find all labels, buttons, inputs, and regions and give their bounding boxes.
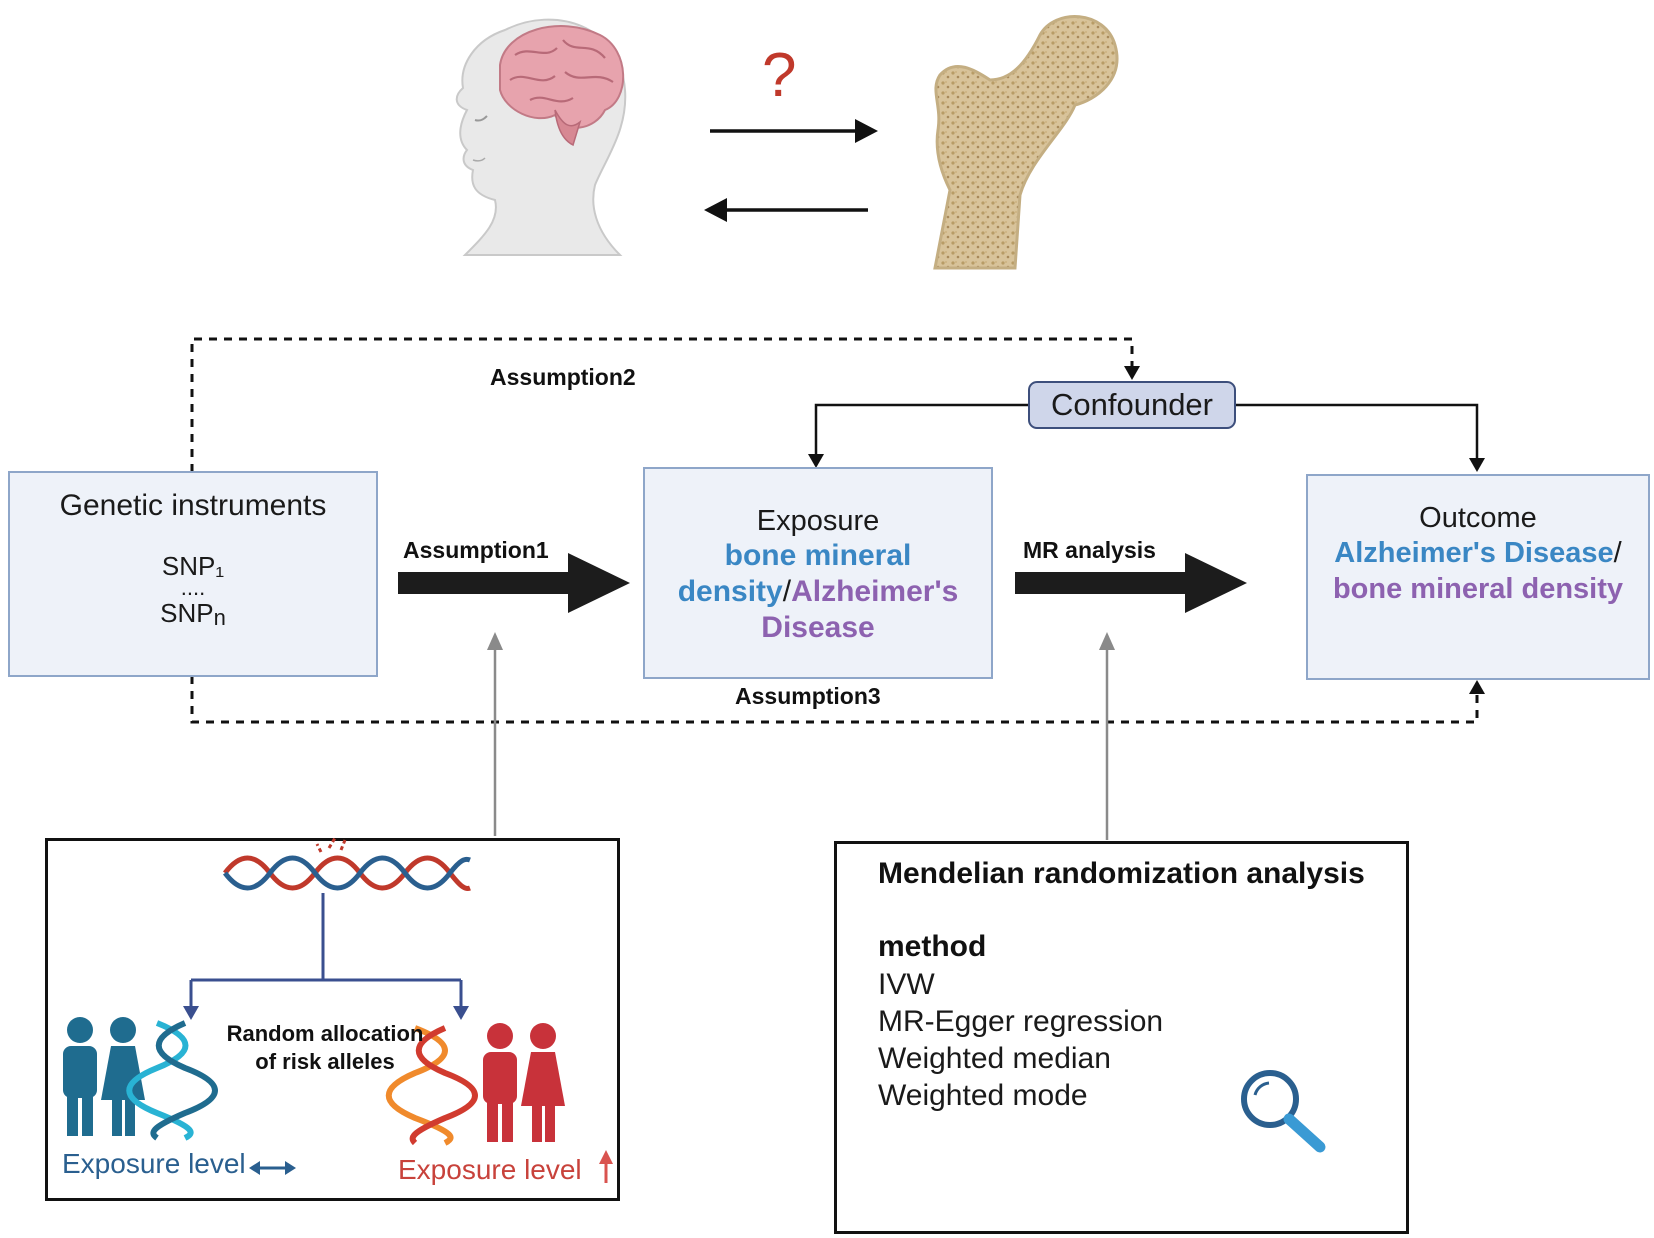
dna-vertical-blue-icon: [126, 1020, 218, 1141]
outcome-bmd: bone mineral density: [1332, 573, 1624, 605]
dna-vertical-orange-icon: [385, 1025, 478, 1146]
exposure-box: Exposure bone mineral density/Alzheimer'…: [643, 467, 993, 679]
exposure-ad-line1: Alzheimer's: [791, 575, 959, 608]
assumption2-label: Assumption2: [490, 364, 636, 390]
assumption1-big-arrow: [398, 553, 630, 613]
outcome-title: Outcome: [1419, 502, 1537, 534]
snp1-label: SNP₁: [161, 551, 225, 581]
assumption2-arrowhead: [1124, 366, 1140, 380]
human-head-brain-illustration: [455, 18, 627, 256]
confounder-to-exposure-line: [814, 403, 1028, 456]
assumption3-dashed-path: [190, 676, 1479, 724]
random-allocation-line2: of risk alleles: [255, 1049, 395, 1074]
arrow-brain-to-bone: [710, 119, 878, 143]
mr-method-item: MR-Egger regression: [878, 1005, 1164, 1038]
random-allocation-text: Random allocation of risk alleles: [220, 1020, 430, 1076]
snpn-subscript: n: [213, 605, 226, 630]
mr-methods-list: IVW MR-Egger regression Weighted median …: [878, 966, 1163, 1114]
outcome-detail: Alzheimer's Disease/ bone mineral densit…: [1308, 535, 1648, 607]
mr-method-item: Weighted median: [878, 1042, 1111, 1075]
exposure-title: Exposure: [756, 505, 880, 537]
question-mark: ?: [762, 41, 797, 110]
double-arrow-icon: [249, 1161, 296, 1175]
assumption1-label: Assumption1: [403, 537, 549, 563]
exposure-level-right: Exposure level: [398, 1154, 582, 1185]
mr-analysis-big-arrow: [1015, 553, 1247, 613]
exposure-separator: /: [782, 575, 792, 608]
assumption3-arrowhead: [1469, 680, 1485, 694]
femur-bone-illustration: [933, 15, 1119, 270]
genetic-instruments-title: Genetic instruments: [59, 489, 327, 522]
right-panel-up-arrow: [1099, 632, 1115, 840]
random-allocation-panel: [45, 838, 620, 1201]
outcome-box: Outcome Alzheimer's Disease/ bone minera…: [1306, 474, 1650, 680]
random-allocation-graphics: [63, 838, 613, 1183]
snpn-label: SNPn: [10, 598, 376, 631]
confounder-to-outcome-line: [1236, 403, 1479, 460]
arrow-bone-to-brain: [704, 198, 868, 222]
mr-method-item: IVW: [878, 968, 935, 1001]
genetic-instruments-box: Genetic instruments SNP₁ .... SNPn: [8, 471, 378, 677]
mr-method-heading: method: [878, 930, 987, 963]
exposure-level-left: Exposure level: [62, 1148, 246, 1179]
exposure-ad-line2: Disease: [761, 611, 875, 644]
up-arrow-icon: [599, 1150, 613, 1183]
mr-method-item: Weighted mode: [878, 1079, 1088, 1112]
outcome-ad: Alzheimer's Disease: [1334, 537, 1614, 569]
magnifier-icon: [1241, 1070, 1326, 1153]
dna-helix-horizontal-icon: [223, 838, 471, 891]
exposure-bmd-line2: density: [677, 575, 783, 608]
exposure-detail: bone mineral density/Alzheimer's Disease: [645, 538, 991, 646]
confounder-box: Confounder: [1028, 381, 1236, 429]
confounder-to-outcome-arrowhead: [1469, 458, 1485, 472]
outcome-separator: /: [1613, 537, 1622, 569]
people-left-icon: [63, 1017, 145, 1136]
mr-methods-panel: [834, 841, 1409, 1234]
snp-ellipsis: ....: [180, 575, 206, 600]
confounder-to-exposure-arrowhead: [808, 454, 824, 468]
random-allocation-line1: Random allocation: [226, 1021, 424, 1046]
assumption2-dashed-path: [190, 337, 1134, 472]
people-right-icon: [483, 1023, 565, 1142]
exposure-bmd-line1: bone mineral: [724, 539, 912, 572]
assumption3-label: Assumption3: [735, 683, 881, 709]
mr-methods-title: Mendelian randomization analysis: [878, 857, 1365, 890]
snpn-base: SNP: [160, 598, 214, 628]
left-panel-up-arrow: [487, 632, 503, 836]
mr-analysis-label: MR analysis: [1023, 537, 1156, 563]
